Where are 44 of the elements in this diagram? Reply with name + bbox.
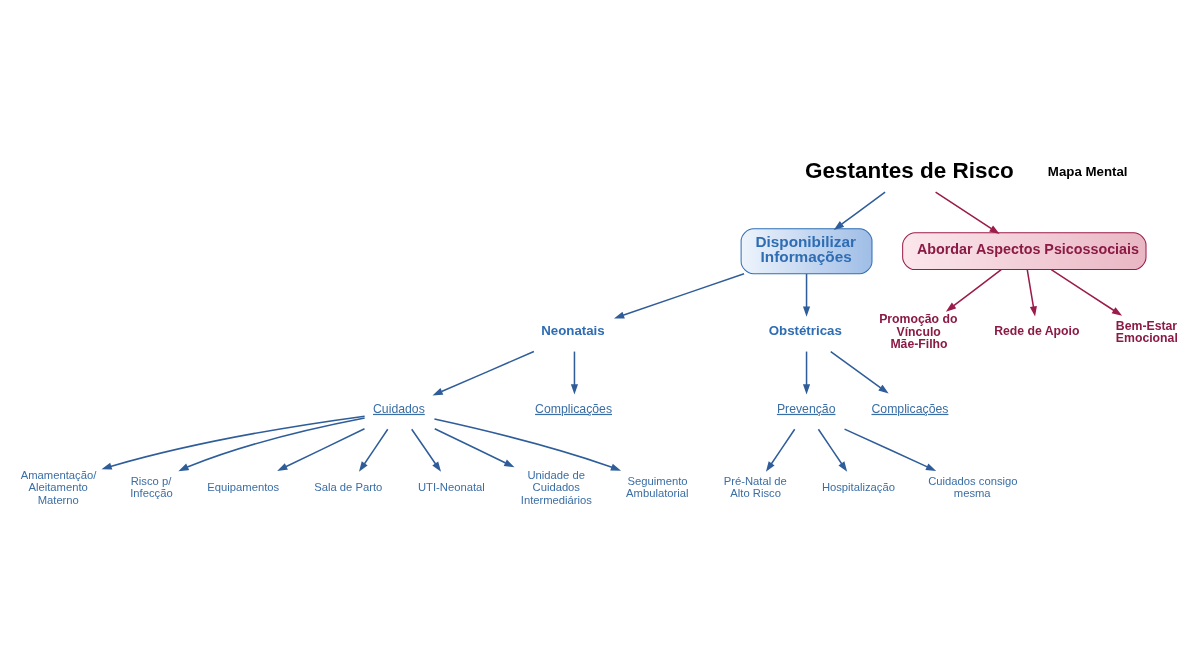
- arrow: [817, 428, 848, 472]
- node-text: Seguimento Ambulatorial: [626, 475, 689, 500]
- arrow: [433, 427, 515, 468]
- arrow: [829, 350, 889, 394]
- arrow: [1026, 269, 1037, 317]
- arrow: [432, 350, 535, 396]
- arrow: [945, 268, 1002, 312]
- node-text: UTI-Neonatal: [418, 481, 485, 494]
- node-text: Promoção do Vínculo Mãe-Filho: [879, 312, 958, 351]
- node-box: Disponibilizar Informações: [740, 228, 873, 275]
- node-text: Hospitalização: [821, 481, 895, 494]
- arrow: [934, 191, 1000, 234]
- arrow: [178, 417, 366, 472]
- arrow: [410, 428, 442, 472]
- arrow: [358, 428, 389, 472]
- arrow: [433, 418, 622, 471]
- node-text: Cuidados: [373, 401, 425, 416]
- node-text: Complicações: [871, 401, 949, 416]
- arrow: [1050, 268, 1123, 316]
- node-box: Abordar Aspectos Psicossociais: [902, 232, 1147, 271]
- node-text: Equipamentos: [207, 481, 280, 494]
- arrow: [570, 350, 579, 395]
- node-text: Bem-Estar Emocional: [1115, 318, 1178, 345]
- node-text: Sala de Parto: [314, 481, 383, 494]
- node-text: Rede de Apoio: [994, 324, 1080, 339]
- arrow: [614, 272, 745, 319]
- node-text: Cuidados consigo mesma: [928, 475, 1018, 500]
- arrow: [802, 350, 811, 395]
- node-text: Amamentação/ Aleitamento Materno: [20, 469, 97, 506]
- node-text: Pré-Natal de Alto Risco: [723, 475, 787, 500]
- arrow: [802, 273, 811, 317]
- node-text: Obstétricas: [768, 323, 842, 339]
- arrow: [833, 191, 886, 231]
- arrow: [277, 427, 366, 471]
- node-text: Unidade de Cuidados Intermediários: [520, 469, 592, 506]
- arrow: [765, 428, 796, 472]
- node-text: Neonatais: [541, 323, 605, 339]
- node-text: Risco p/ Infecção: [130, 475, 173, 500]
- label: Mapa Mental: [1047, 163, 1128, 179]
- node-text: Prevenção: [776, 401, 836, 416]
- node-text: Gestantes de Risco: [805, 158, 1014, 184]
- node-text: Complicações: [535, 401, 613, 416]
- arrow: [843, 428, 937, 471]
- arrow: [101, 415, 366, 470]
